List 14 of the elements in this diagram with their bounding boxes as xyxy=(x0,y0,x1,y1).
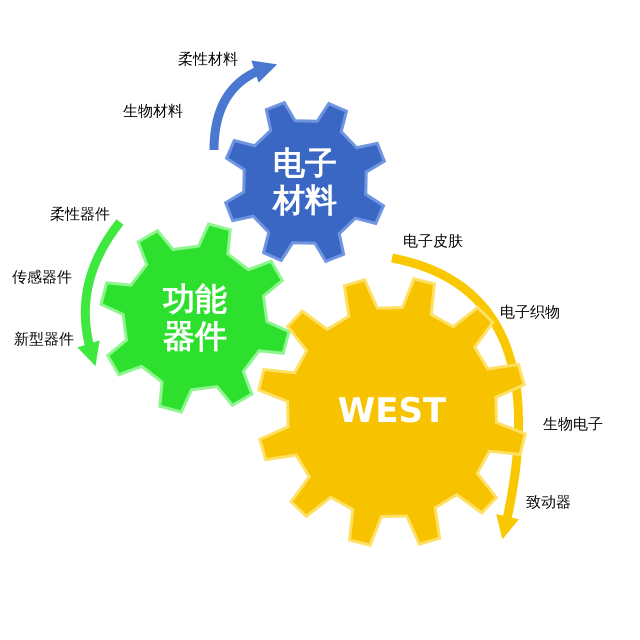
gear-label: 功能器件 xyxy=(162,281,228,355)
side-label: 柔性器件 xyxy=(50,205,110,224)
side-label: 电子皮肤 xyxy=(403,232,463,251)
side-label: 新型器件 xyxy=(14,330,74,349)
gear-label: 电子材料 xyxy=(271,145,338,219)
side-label: 生物材料 xyxy=(123,102,183,121)
gear-label: WEST xyxy=(338,392,446,432)
side-label: 传感器件 xyxy=(12,268,72,287)
side-label: 生物电子 xyxy=(543,415,603,434)
side-label: 电子织物 xyxy=(500,303,560,322)
side-label: 柔性材料 xyxy=(178,50,238,69)
gear xyxy=(223,100,387,264)
side-label: 致动器 xyxy=(526,493,571,512)
gear xyxy=(100,223,290,413)
